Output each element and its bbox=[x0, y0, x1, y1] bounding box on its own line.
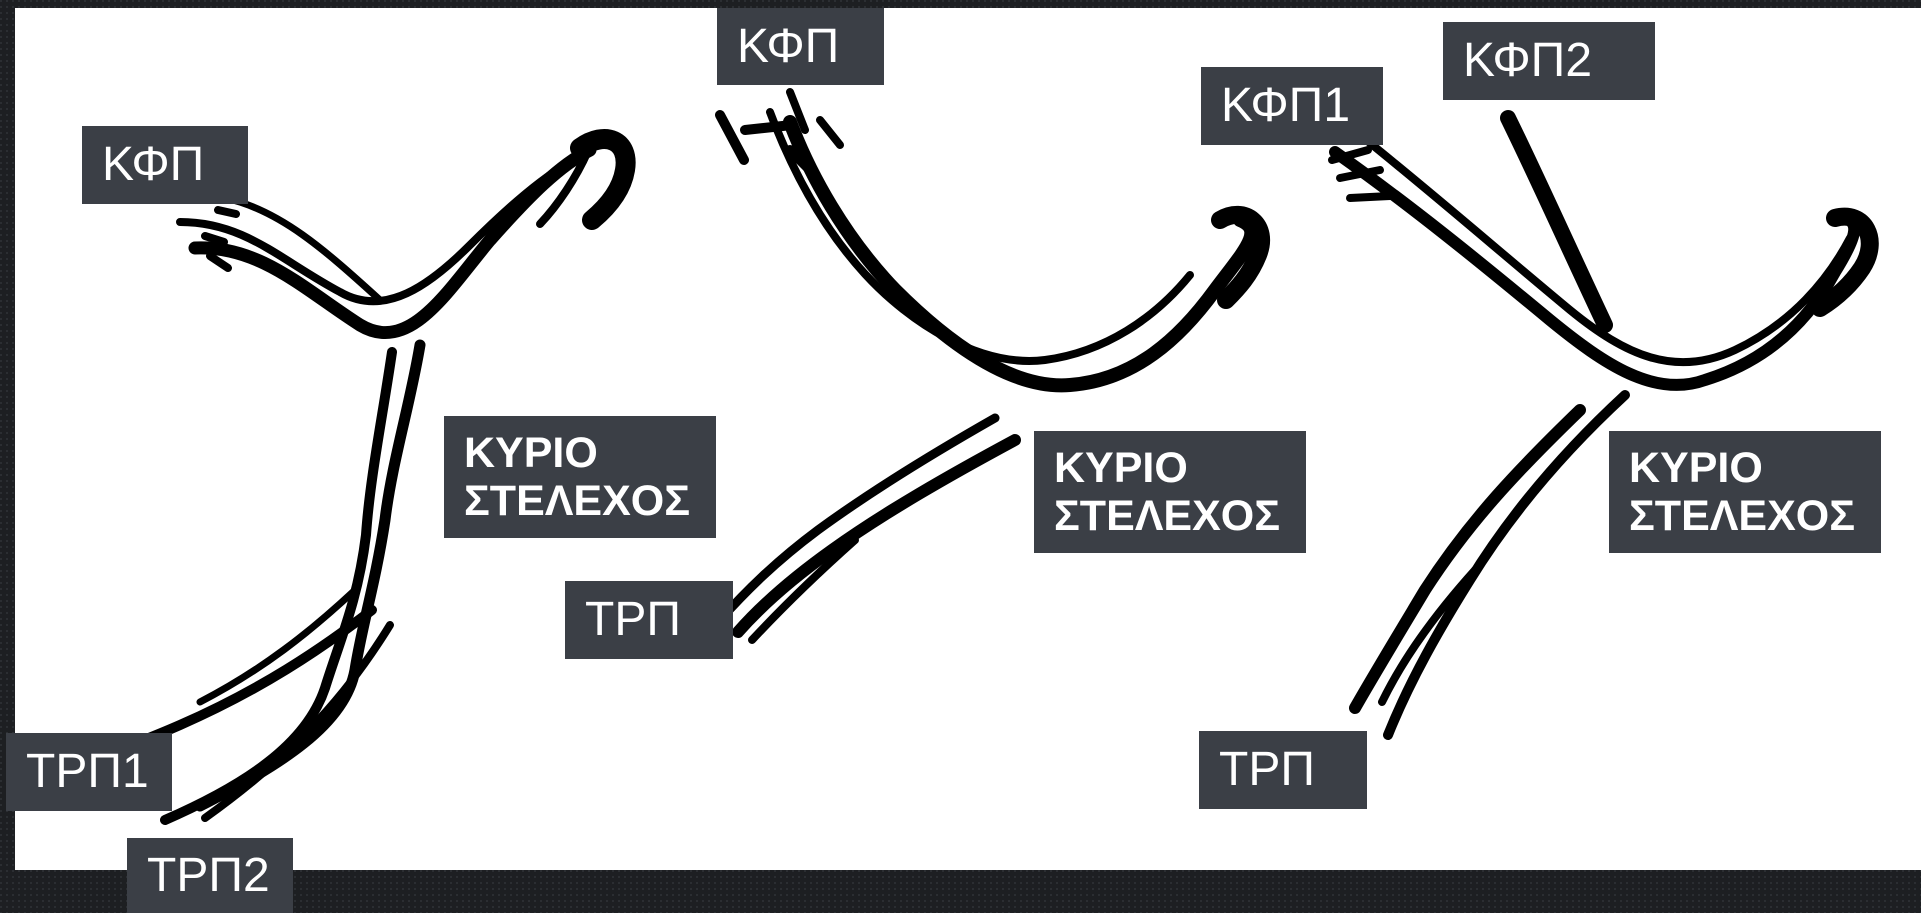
diagram-canvas bbox=[15, 8, 1921, 870]
middle-main-trunk-label: ΚΥΡΙΟ ΣΤΕΛΕΧΟΣ bbox=[1034, 431, 1306, 553]
left-kfp-label: ΚΦΠ bbox=[82, 126, 248, 204]
left-trp2-text: ΤΡΠ2 bbox=[147, 848, 270, 902]
right-kfp1-label: ΚΦΠ1 bbox=[1201, 67, 1383, 145]
right-main-trunk-text: ΚΥΡΙΟ ΣΤΕΛΕΧΟΣ bbox=[1629, 443, 1856, 540]
left-main-trunk-text: ΚΥΡΙΟ ΣΤΕΛΕΧΟΣ bbox=[464, 428, 691, 525]
middle-trp-text: ΤΡΠ bbox=[585, 593, 681, 646]
middle-main-trunk-text: ΚΥΡΙΟ ΣΤΕΛΕΧΟΣ bbox=[1054, 443, 1281, 540]
middle-trp-label: ΤΡΠ bbox=[565, 581, 733, 659]
right-main-trunk-label: ΚΥΡΙΟ ΣΤΕΛΕΧΟΣ bbox=[1609, 431, 1881, 553]
left-trp2-label: ΤΡΠ2 bbox=[127, 838, 293, 913]
left-main-trunk-label: ΚΥΡΙΟ ΣΤΕΛΕΧΟΣ bbox=[444, 416, 716, 538]
middle-vessel-pattern bbox=[715, 88, 1271, 644]
right-kfp1-text: ΚΦΠ1 bbox=[1221, 79, 1351, 132]
middle-kfp-text: ΚΦΠ bbox=[737, 19, 840, 73]
right-kfp2-text: ΚΦΠ2 bbox=[1463, 34, 1593, 87]
right-vessel-pattern bbox=[1328, 110, 1879, 740]
left-trp1-text: ΤΡΠ1 bbox=[26, 745, 149, 798]
right-kfp2-label: ΚΦΠ2 bbox=[1443, 22, 1655, 100]
middle-kfp-label: ΚΦΠ bbox=[717, 8, 884, 85]
left-kfp-text: ΚΦΠ bbox=[102, 138, 205, 191]
right-trp-text: ΤΡΠ bbox=[1219, 743, 1315, 796]
right-trp-label: ΤΡΠ bbox=[1199, 731, 1367, 809]
left-trp1-label: ΤΡΠ1 bbox=[6, 733, 172, 811]
